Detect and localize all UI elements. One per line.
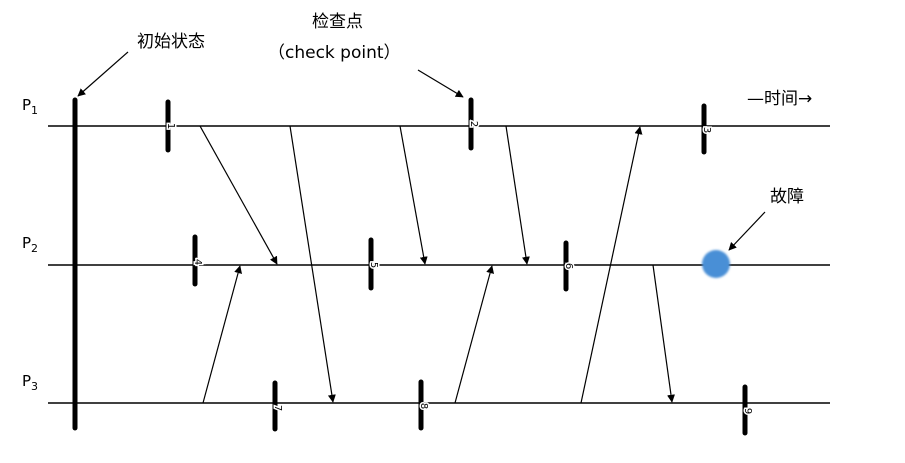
svg-text:2: 2 <box>468 121 479 127</box>
svg-text:8: 8 <box>418 403 429 409</box>
checkpoint-8: 8 8 <box>417 379 431 431</box>
message-arrow-p1-to-p2 <box>199 125 278 265</box>
checkpoint-5: 5 5 <box>367 237 381 291</box>
checkpoint-number: 4 <box>192 259 203 265</box>
message-arrow-p3-to-p1 <box>580 126 643 404</box>
checkpoint-label: 检查点 <box>312 12 363 32</box>
initial-state-label: 初始状态 <box>137 32 205 52</box>
checkpoint-number: 9 <box>742 408 753 414</box>
checkpoint-number: 5 <box>368 262 379 268</box>
checkpoint-number: 3 <box>701 127 712 133</box>
checkpoint-number: 7 <box>272 405 283 411</box>
initial-state-pointer-arrow <box>77 51 129 97</box>
checkpoint-pointer-arrow <box>417 69 464 98</box>
message-arrow-p2-to-p3 <box>652 264 675 403</box>
process-label-p3: P3 <box>22 372 38 393</box>
svg-text:6: 6 <box>563 263 574 269</box>
svg-text:3: 3 <box>701 127 712 133</box>
checkpoint-9: 9 9 <box>741 384 755 436</box>
svg-text:5: 5 <box>368 262 379 268</box>
message-arrow-p1-to-p2 <box>505 125 530 265</box>
message-arrow-p3-to-p2 <box>202 265 242 404</box>
failure-dot <box>702 250 730 278</box>
process-label-p1: P1 <box>22 96 38 117</box>
checkpoint-number: 8 <box>418 403 429 409</box>
message-arrow-p3-to-p2 <box>454 265 494 404</box>
checkpoint-3: 3 3 <box>700 103 714 155</box>
time-axis-label: —时间→ <box>747 89 812 109</box>
svg-text:7: 7 <box>272 405 283 411</box>
checkpoint-6: 6 6 <box>562 240 576 292</box>
failure-label: 故障 <box>770 187 804 207</box>
checkpoint-english-label: （check point） <box>268 43 401 63</box>
svg-text:9: 9 <box>742 408 753 414</box>
svg-text:1: 1 <box>165 123 176 129</box>
checkpoint-number: 1 <box>165 123 176 129</box>
checkpoint-1: 1 1 <box>164 99 178 153</box>
checkpoint-number: 2 <box>468 121 479 127</box>
failure-pointer-arrow <box>728 211 766 251</box>
message-arrow-p1-to-p3 <box>289 125 336 403</box>
checkpoint-7: 7 7 <box>271 380 285 432</box>
checkpoint-number: 6 <box>563 263 574 269</box>
svg-text:4: 4 <box>192 259 203 265</box>
checkpoint-4: 4 4 <box>191 234 205 287</box>
process-label-p2: P2 <box>22 234 38 255</box>
checkpoint-2: 2 2 <box>467 97 481 151</box>
message-arrow-p1-to-p2 <box>399 125 428 265</box>
